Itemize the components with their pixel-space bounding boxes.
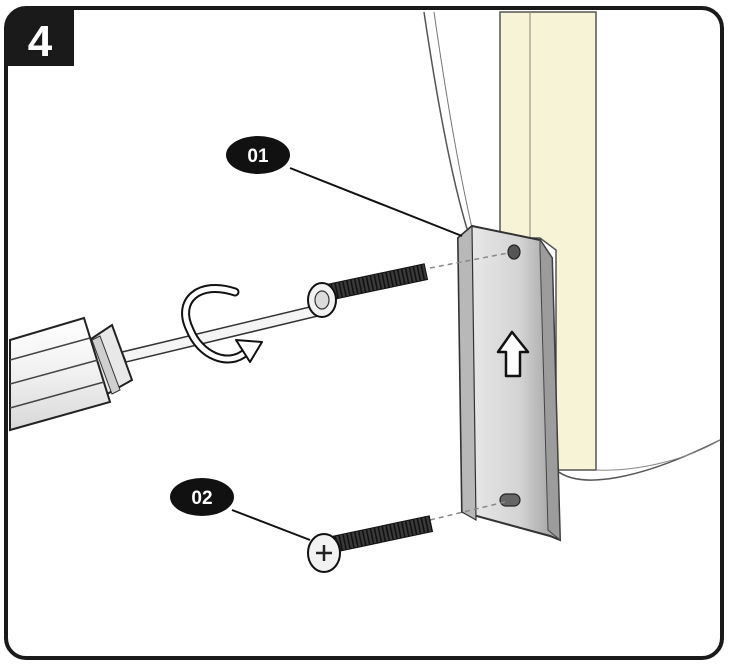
bottom-screw [307, 515, 434, 573]
bracket-bottom-slot [499, 493, 521, 507]
bottom-screw-guide-line [429, 501, 506, 521]
callout-02-label: 02 [191, 488, 212, 509]
bracket-top-hole [507, 244, 521, 260]
screwdriver [9, 304, 324, 432]
callout-01-leader [289, 167, 463, 237]
step-badge: 4 [6, 8, 74, 66]
callout-01: 01 [226, 136, 290, 174]
rotation-arrow-icon [181, 284, 263, 364]
top-screw [307, 263, 429, 318]
cabinet-edge-line-inner [433, 11, 473, 229]
cabinet-right-line [595, 439, 721, 471]
up-arrow-icon [496, 330, 530, 378]
step-number: 4 [28, 17, 53, 66]
top-screw-guide-line [429, 252, 509, 269]
callout-02: 02 [170, 478, 234, 516]
callout-02-leader [231, 509, 311, 541]
callout-01-label: 01 [247, 146, 269, 167]
mounting-bracket [456, 224, 562, 542]
cabinet-edge-line [423, 11, 469, 233]
